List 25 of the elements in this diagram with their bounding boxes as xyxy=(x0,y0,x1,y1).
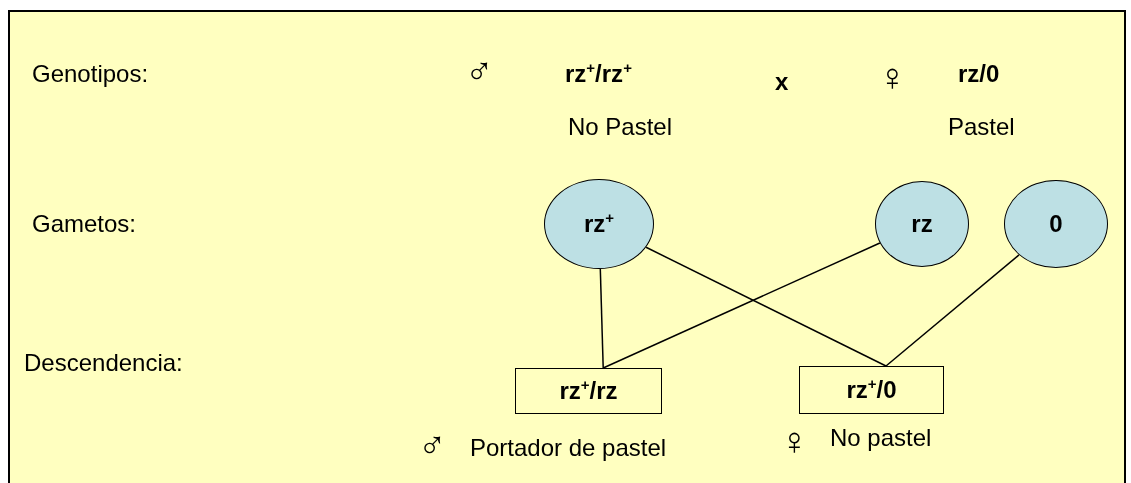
genotype-box xyxy=(515,368,662,414)
allele-text: rz$^{+}$/0 xyxy=(846,378,897,402)
phenotype-text: Portador de pastel xyxy=(470,436,667,460)
genotype-text: rz$^{+}$/rz$^{+}$ xyxy=(565,62,632,86)
row-label: Gametos: xyxy=(32,212,137,236)
female-symbol: ♀ xyxy=(780,422,809,460)
genotype-text: rz/0 xyxy=(958,62,1000,86)
phenotype-text: No pastel xyxy=(830,426,932,450)
male-symbol: ♂ xyxy=(418,426,447,464)
connector-line xyxy=(645,246,887,367)
female-symbol: ♀ xyxy=(878,58,907,96)
allele-text: rz$^{+}$/rz xyxy=(559,379,618,403)
allele-text: rz xyxy=(911,212,933,236)
allele-text: rz$^{+}$ xyxy=(583,212,615,236)
allele-text: 0 xyxy=(1049,212,1063,236)
genotype-box xyxy=(799,366,944,414)
row-label: Genotipos: xyxy=(32,62,149,86)
connector-line xyxy=(599,268,604,369)
cross-sign: x xyxy=(775,70,789,94)
male-symbol: ♂ xyxy=(465,52,494,90)
connector-line xyxy=(602,242,881,369)
phenotype-text: No Pastel xyxy=(568,115,673,139)
phenotype-text: Pastel xyxy=(948,115,1015,139)
row-label: Descendencia: xyxy=(24,351,183,375)
connector-line xyxy=(885,254,1020,367)
